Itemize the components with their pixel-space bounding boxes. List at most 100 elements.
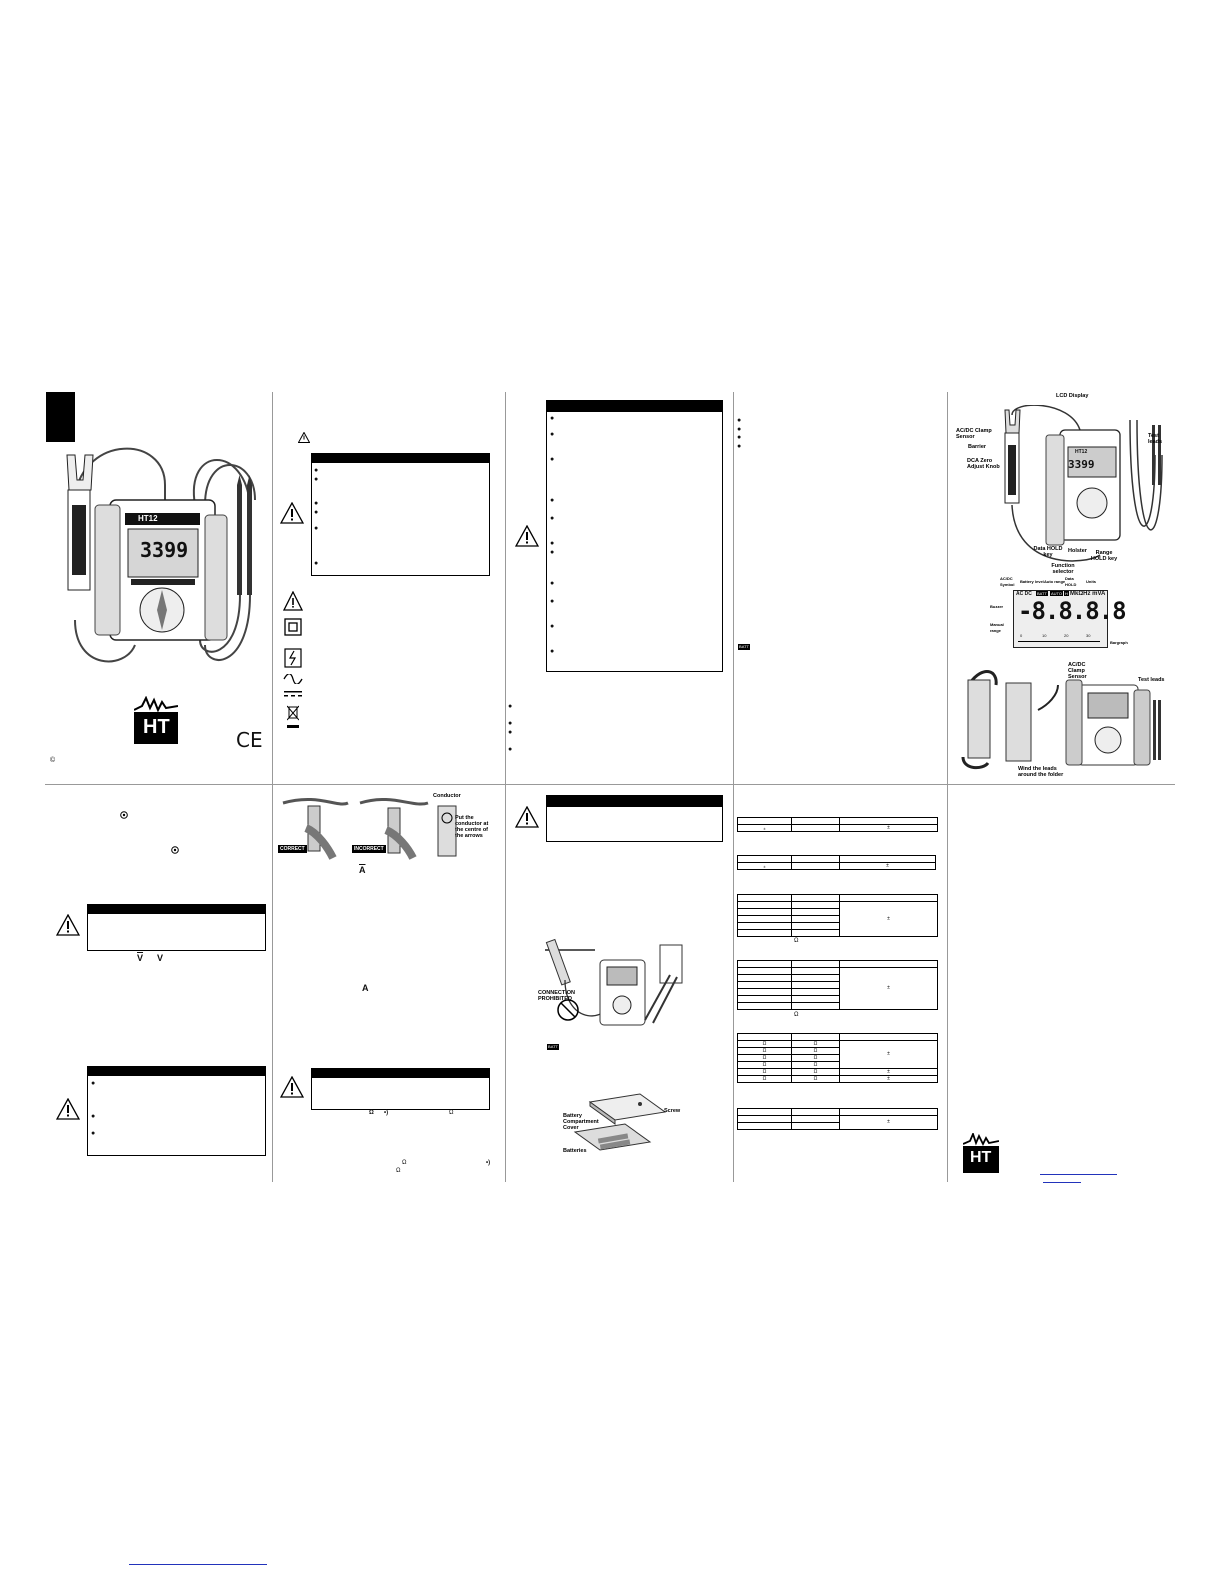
table-cell: Ω xyxy=(791,1047,840,1055)
label-autorange: Auto range xyxy=(1044,579,1066,584)
row-divider xyxy=(45,784,1175,785)
warning-box xyxy=(311,453,490,576)
label-folder-clamp: AC/DC Clamp Sensor xyxy=(1068,662,1087,680)
ce-mark: CE xyxy=(236,728,263,752)
zero-knob-icon xyxy=(120,811,128,819)
warning-box-header xyxy=(87,904,266,914)
parts-reading: 3399 xyxy=(1068,458,1095,471)
table-cell: Ω xyxy=(737,1061,792,1069)
table-cell: Ω xyxy=(737,1068,792,1076)
buzzer-symbol: •) xyxy=(486,1160,491,1166)
warning-box xyxy=(546,402,723,672)
table-cell: Ω xyxy=(737,1054,792,1062)
ac-symbol-icon xyxy=(283,674,303,684)
label-folder-test-leads: Test leads xyxy=(1138,677,1165,683)
bullet: ● xyxy=(550,598,555,605)
label-bargraph: Bargraph xyxy=(1110,640,1128,645)
table-cell: ± xyxy=(839,901,938,937)
lcd-auto-badge: AUTO xyxy=(1050,591,1064,596)
label-function-selector: Function selector xyxy=(1051,563,1075,575)
lcd-digits: -8.8.8.8 xyxy=(1018,597,1127,625)
bullet: ● xyxy=(550,415,555,422)
bullet: ● xyxy=(737,434,742,441)
bullet: ● xyxy=(550,623,555,630)
lcd-batt-badge: BATT xyxy=(1036,591,1048,596)
clamp-usage-illustration xyxy=(282,798,457,860)
label-units: Units xyxy=(1086,579,1096,584)
connection-prohibited-illustration xyxy=(545,938,683,1026)
lcd-scale-20: 20 xyxy=(1064,633,1069,638)
weee-bin-icon xyxy=(287,705,299,728)
incorrect-badge: INCORRECT xyxy=(352,845,386,853)
bullet: ● xyxy=(508,703,513,710)
label-buzzer: Buzzer xyxy=(990,604,1004,609)
table-cell: Ω xyxy=(791,1040,840,1048)
high-voltage-icon xyxy=(284,648,302,668)
folder-diagram xyxy=(961,670,1161,770)
bullet: ● xyxy=(737,443,742,450)
correct-badge: CORRECT xyxy=(278,845,307,853)
label-put-conductor: Put the conductor at the centre of the a… xyxy=(455,815,489,839)
label-batteries: Batteries xyxy=(563,1148,587,1154)
table-cell: ± xyxy=(839,1068,938,1076)
label-wind-leads: Wind the leads around the folder xyxy=(1018,766,1064,778)
lcd-hold-badge: H xyxy=(1064,591,1069,596)
label-test-leads: Test leads xyxy=(1148,433,1163,445)
bargraph-line xyxy=(1018,641,1100,642)
table-cell: Ω xyxy=(737,1075,792,1083)
device-model-label: HT12 xyxy=(138,514,158,523)
lcd-scale-10: 10 xyxy=(1042,633,1047,638)
device-reading: 3399 xyxy=(140,538,189,562)
warning-box-header xyxy=(546,795,723,807)
ht-logo: HT xyxy=(133,695,179,744)
parts-model: HT12 xyxy=(1075,449,1088,455)
warning-icon xyxy=(56,1098,80,1120)
spec-table: ±± xyxy=(737,817,938,832)
warning-box-header xyxy=(546,400,723,412)
label-clamp-sensor: AC/DC Clamp Sensor xyxy=(956,428,992,440)
bullet: ● xyxy=(314,500,319,507)
website-link[interactable] xyxy=(1040,1174,1117,1175)
label-lcd-display: LCD Display xyxy=(1056,393,1089,399)
ht-logo-small: HT xyxy=(962,1131,1000,1173)
lcd-diagram xyxy=(1013,590,1108,648)
ac-amp-symbol: A xyxy=(362,983,369,993)
bullet: ● xyxy=(91,1113,96,1120)
warning-box-header xyxy=(311,453,490,463)
column-divider xyxy=(733,392,734,1182)
table-cell: ± xyxy=(839,824,938,832)
ht-logo-text: HT xyxy=(143,716,170,738)
bullet: ● xyxy=(314,476,319,483)
battery-compartment-illustration xyxy=(573,1093,667,1151)
footer-link[interactable] xyxy=(129,1564,267,1565)
bullet: ● xyxy=(550,515,555,522)
email-link[interactable] xyxy=(1043,1182,1081,1183)
dc-symbol-icon xyxy=(284,691,302,697)
table-cell: ± xyxy=(839,1115,938,1130)
warning-icon xyxy=(280,1076,304,1098)
spec-table: ± xyxy=(737,1108,938,1130)
label-conductor: Conductor xyxy=(433,793,461,799)
label-holster: Holster xyxy=(1068,548,1087,554)
table-cell: ± xyxy=(737,862,792,870)
lcd-scale-0: 0 xyxy=(1020,633,1023,638)
label-data-hold-key: Data HOLD key xyxy=(1033,546,1063,558)
bullet: ● xyxy=(314,509,319,516)
bullet: ● xyxy=(314,525,319,532)
ac-volt-symbol: V xyxy=(157,953,164,963)
label-screw: Screw xyxy=(664,1108,681,1114)
ohm-symbol: Ω xyxy=(402,1160,407,1166)
warning-icon xyxy=(280,502,304,524)
bullet: ● xyxy=(550,648,555,655)
warning-box-header xyxy=(311,1068,490,1078)
buzzer-symbol: •) xyxy=(384,1110,389,1116)
warning-box-header xyxy=(87,1066,266,1076)
table-cell: Ω xyxy=(791,1061,840,1069)
product-illustration xyxy=(66,447,256,663)
bullet: ● xyxy=(550,580,555,587)
ht-logo-text-small: HT xyxy=(970,1149,992,1166)
column-divider xyxy=(505,392,506,1182)
bullet: ● xyxy=(550,549,555,556)
label-barrier: Barrier xyxy=(968,444,987,450)
